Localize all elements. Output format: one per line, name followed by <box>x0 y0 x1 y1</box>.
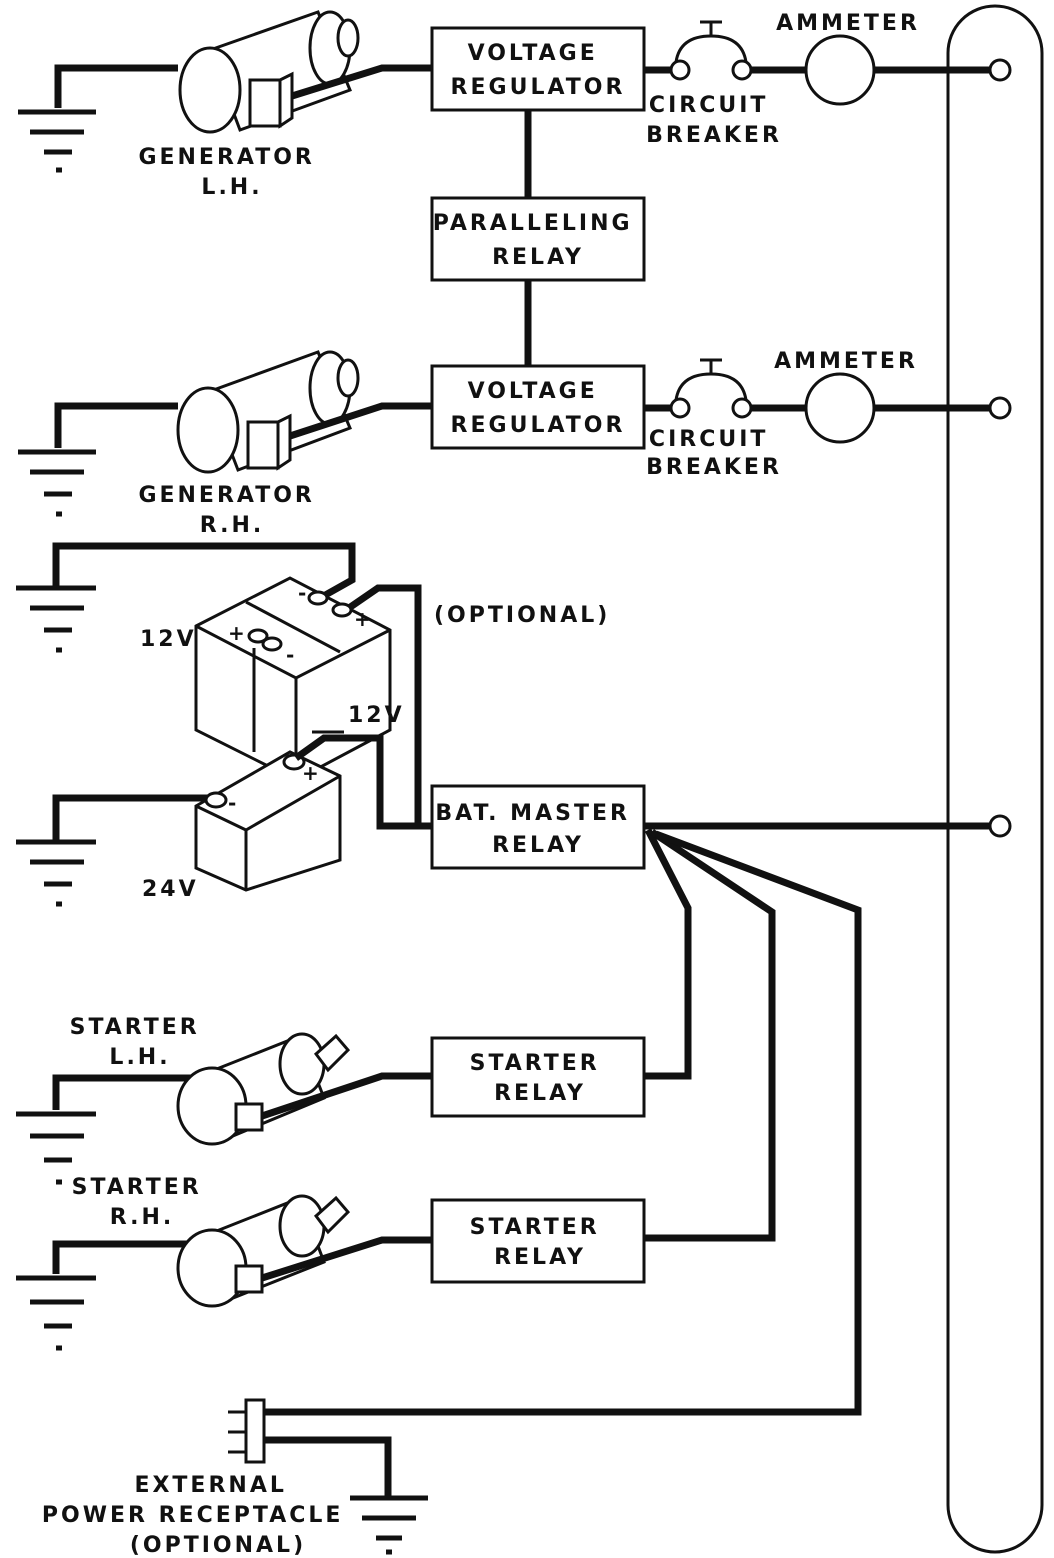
paralleling-relay-box <box>430 196 646 282</box>
starter-rh-icon <box>176 1194 351 1308</box>
voltage-regulator-2-label: VOLTAGE REGULATOR <box>451 379 626 438</box>
external-power-receptacle-icon <box>228 1398 266 1464</box>
starter-rh-label: STARTER R.H. <box>72 1175 213 1230</box>
ammeter-1-label: AMMETER <box>776 11 920 36</box>
bus-terminal-2 <box>988 396 1012 420</box>
circuit-breaker-2-icon <box>669 358 753 419</box>
bat-master-relay-label: BAT. MASTER RELAY <box>435 801 640 858</box>
svg-text:-: - <box>286 643 294 667</box>
battery-12v-b-label: 12V <box>348 703 405 728</box>
ground-symbol-battery-12v <box>16 542 356 653</box>
svg-text:+: + <box>302 761 319 785</box>
ground-symbol-gen-lh <box>18 64 178 173</box>
battery-24v-label: 24V <box>142 877 199 902</box>
starter-relay-1-label: STARTER RELAY <box>470 1051 611 1106</box>
svg-text:+: + <box>228 621 245 645</box>
ammeter-1-icon <box>804 34 876 106</box>
ground-symbol-gen-rh <box>18 402 178 517</box>
generator-lh-label: GENERATOR L.H. <box>138 145 325 200</box>
bus-bar <box>946 4 1044 1554</box>
circuit-breaker-1-label: CIRCUIT BREAKER <box>646 93 782 148</box>
starter-relay-1-box <box>430 1036 646 1118</box>
ground-symbol-battery-24v <box>16 794 212 907</box>
generator-rh-label: GENERATOR R.H. <box>138 483 325 538</box>
external-power-label: EXTERNAL POWER RECEPTACLE (OPTIONAL) <box>42 1473 354 1558</box>
svg-text:+: + <box>354 607 371 631</box>
voltage-regulator-1-box <box>430 26 646 112</box>
optional-label: (OPTIONAL) <box>434 603 610 628</box>
starter-relay-2-box <box>430 1198 646 1284</box>
starter-relay-2-label: STARTER RELAY <box>470 1215 611 1270</box>
voltage-regulator-2-box <box>430 364 646 450</box>
svg-text:-: - <box>298 581 306 605</box>
starter-lh-icon <box>176 1032 351 1146</box>
ammeter-2-icon <box>804 372 876 444</box>
ammeter-2-label: AMMETER <box>774 349 918 374</box>
battery-24v-icon: - + <box>194 750 342 892</box>
ground-symbol-external-power <box>350 1495 428 1555</box>
ground-symbol-starter-rh <box>16 1240 192 1351</box>
generator-lh-icon <box>178 10 360 134</box>
circuit-breaker-1-icon <box>669 20 753 81</box>
svg-text:-: - <box>228 791 236 815</box>
starter-lh-label: STARTER L.H. <box>70 1015 211 1070</box>
bat-master-relay-box <box>430 784 646 870</box>
bus-terminal-3 <box>988 814 1012 838</box>
bus-terminal-1 <box>988 58 1012 82</box>
generator-rh-icon <box>176 350 360 474</box>
ground-symbol-starter-lh <box>16 1074 192 1185</box>
battery-12v-pair-icon: - + + - <box>194 576 392 782</box>
paralleling-relay-label: PARALLELING RELAY <box>433 211 644 270</box>
circuit-breaker-2-label: CIRCUIT BREAKER <box>646 427 782 480</box>
battery-12v-a-label: 12V <box>140 627 197 652</box>
voltage-regulator-1-label: VOLTAGE REGULATOR <box>451 41 626 100</box>
